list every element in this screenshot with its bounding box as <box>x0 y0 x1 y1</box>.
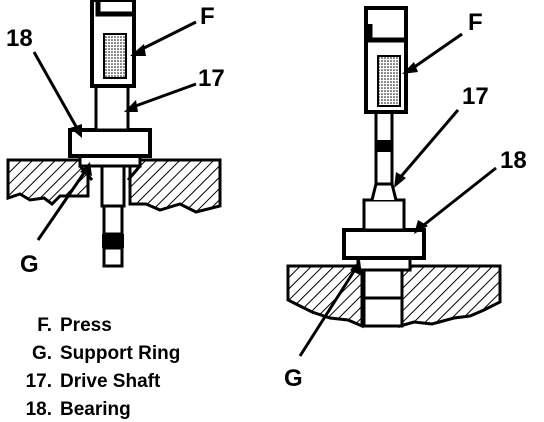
right-bearing <box>342 228 426 260</box>
left-callout-press: F <box>200 3 215 30</box>
right-support-block-right <box>398 264 502 328</box>
legend-item: G. Support Ring <box>0 340 220 368</box>
right-callout-support-ring: G <box>284 365 303 392</box>
legend-key: G. <box>31 343 52 364</box>
legend-item: 18. Bearing <box>0 396 220 422</box>
left-callout-bearing: 18 <box>6 25 33 52</box>
legend-text: Press <box>60 315 112 336</box>
right-callout-drive-shaft: 17 <box>462 83 489 110</box>
legend-key: 18. <box>25 399 52 420</box>
right-drive-shaft-base <box>362 198 406 232</box>
legend: F. Press G. Support Ring 17. Drive Shaft… <box>0 312 220 422</box>
right-assembly <box>286 6 502 357</box>
left-assembly <box>6 0 222 268</box>
right-support-block <box>286 264 364 329</box>
right-callout-bearing: 18 <box>500 147 527 174</box>
left-drive-shaft <box>94 84 130 132</box>
legend-text: Bearing <box>60 399 131 420</box>
legend-key: 17. <box>25 371 52 392</box>
left-callout-drive-shaft: 17 <box>198 65 225 92</box>
right-callout-press: F <box>468 9 483 36</box>
legend-key: F. <box>37 315 52 336</box>
left-support-block <box>6 158 90 206</box>
left-callout-support-ring: G <box>20 251 39 278</box>
left-shaft-lower <box>100 164 126 208</box>
legend-text: Drive Shaft <box>60 371 161 392</box>
legend-text: Support Ring <box>60 343 181 364</box>
left-support-block-right <box>128 158 222 214</box>
legend-item: F. Press <box>0 312 220 340</box>
legend-item: 17. Drive Shaft <box>0 368 220 396</box>
